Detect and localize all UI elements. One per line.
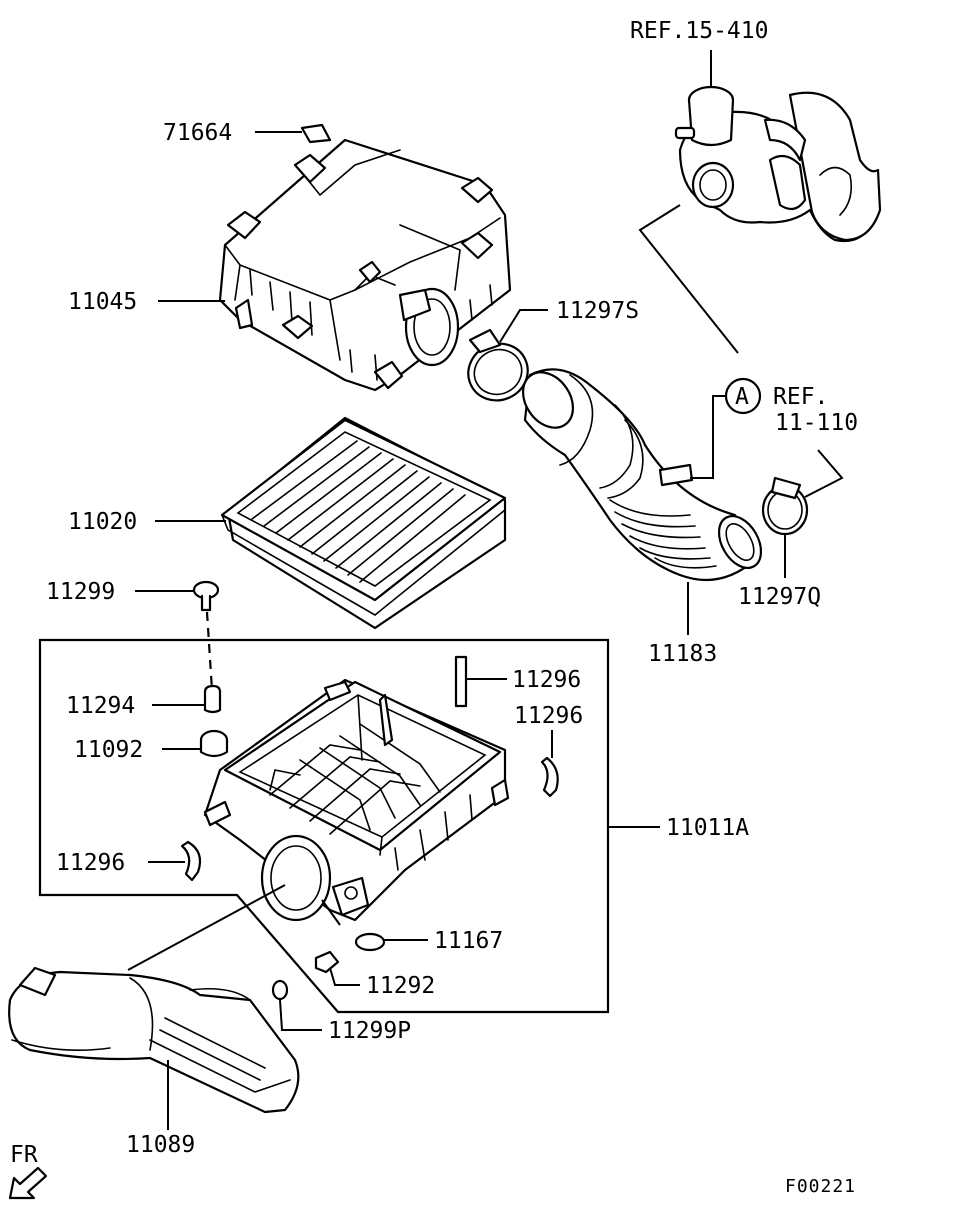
- part-11183-label: 11183: [648, 641, 717, 667]
- front-direction-arrow: [8, 1166, 48, 1200]
- leader-11299P: [279, 999, 322, 1031]
- leader-ref11-110: [804, 449, 844, 498]
- part-11296-label-mid: 11296: [514, 703, 583, 729]
- filter-pleats: [251, 440, 466, 583]
- assembly-11011A-box: [38, 638, 610, 1014]
- leader-a-to-hose: [690, 395, 728, 479]
- part-11296-label-top: 11296: [512, 667, 581, 693]
- air-cleaner-case-drawing: [203, 678, 510, 922]
- part-11296-label-left: 11296: [56, 850, 125, 876]
- leader-11297S: [499, 309, 548, 343]
- turbocharger-reference-drawing: [674, 85, 882, 243]
- part-11011A-label: 11011A: [666, 815, 749, 841]
- reference-a-label: A: [735, 384, 749, 410]
- leader-duct-to-case: [127, 884, 286, 971]
- part-11092-label: 11092: [74, 737, 143, 763]
- air-filter-element-drawing: [220, 416, 507, 630]
- air-intake-duct-drawing: [8, 966, 300, 1114]
- leader-case-to-11167: [321, 899, 341, 926]
- ref-15-410-label: REF.15-410: [630, 18, 768, 44]
- part-11045-label: 11045: [68, 289, 137, 315]
- intake-hose-drawing: [467, 328, 809, 582]
- front-label: FR: [10, 1142, 38, 1168]
- leader-11292: [329, 967, 360, 986]
- part-11167-label: 11167: [434, 928, 503, 954]
- part-11297S-label: 11297S: [556, 298, 639, 324]
- ref-11-110-label-line1: REF.: [773, 384, 828, 410]
- case-internal-ribs: [269, 723, 441, 835]
- part-11020-label: 11020: [68, 509, 137, 535]
- dashed-fastener-line: [205, 611, 214, 691]
- part-11089-label: 11089: [126, 1132, 195, 1158]
- figure-code-label: F00221: [785, 1176, 856, 1197]
- leader-a-to-turbo: [638, 204, 739, 354]
- ref-11-110-label-line2: 11-110: [775, 410, 858, 436]
- part-11294-label: 11294: [66, 693, 135, 719]
- part-11292-label: 11292: [366, 973, 435, 999]
- part-11299-label: 11299: [46, 579, 115, 605]
- part-11297Q-label: 11297Q: [738, 584, 821, 610]
- part-71664-label: 71664: [163, 120, 232, 146]
- air-cleaner-cover-drawing: [218, 123, 512, 392]
- reference-a-circle: [724, 377, 762, 415]
- part-11299P-label: 11299P: [328, 1018, 411, 1044]
- small-fasteners-drawing: [180, 580, 559, 1001]
